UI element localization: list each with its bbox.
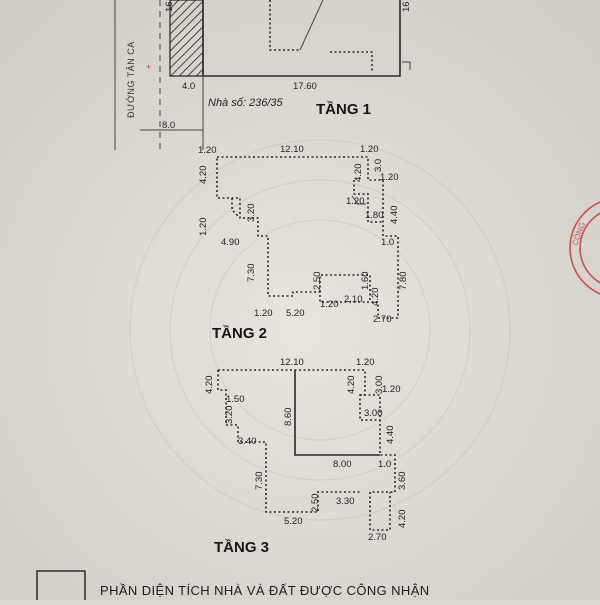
f3-dim-d8: 8.60 xyxy=(283,408,294,427)
f3-dim-d18: 3.30 xyxy=(336,496,355,507)
dim-setback: 8.0 xyxy=(162,120,175,131)
f2-dim-d9: 1.20 xyxy=(346,196,365,207)
f2-dim-d12: 1.20 xyxy=(198,218,209,237)
f2-dim-d17: 1.60 xyxy=(360,272,371,291)
f2-dim-d19: 1.20 xyxy=(320,299,339,310)
f2-dim-d10: 1.80 xyxy=(365,210,384,221)
floor3-plan: 12.10 1.20 4.20 4.20 3.00 1.20 1.50 8.60… xyxy=(204,357,408,556)
site-plan: ĐƯỜNG TÂN CA + 16. 16 17.60 4.0 8.0 Nhà … xyxy=(114,0,412,150)
f2-dim-d6: 3.0 xyxy=(373,159,384,172)
marker-icon: + xyxy=(146,62,151,72)
f3-dim-d2: 1.20 xyxy=(356,357,375,368)
f2-dim-d8: 3.20 xyxy=(246,204,257,223)
f3-dim-d1: 12.10 xyxy=(280,357,304,368)
dim-frontage: 4.0 xyxy=(182,81,195,92)
f3-dim-d20: 4.20 xyxy=(397,510,408,529)
legend-text: PHẦN DIỆN TÍCH NHÀ VÀ ĐẤT ĐƯỢC CÔNG NHẬN xyxy=(100,583,430,598)
f3-dim-d14: 1.0 xyxy=(378,459,391,470)
f2-dim-d7: 1.20 xyxy=(380,172,399,183)
f2-dim-d18: 7.80 xyxy=(398,272,409,291)
f2-dim-d1: 1.20 xyxy=(198,145,217,156)
floor3-title: TẦNG 3 xyxy=(214,539,269,556)
svg-text:CỘNG: CỘNG xyxy=(570,221,587,247)
house-number: Nhà số: 236/35 xyxy=(208,97,283,109)
hatched-frontage xyxy=(169,0,204,77)
f3-dim-d17: 2.50 xyxy=(310,494,321,513)
f2-dim-d5: 4.20 xyxy=(353,164,364,183)
f2-dim-d20: 2.10 xyxy=(344,294,363,305)
f2-dim-d21: 4.20 xyxy=(370,288,381,307)
f3-dim-d19: 5.20 xyxy=(284,516,303,527)
f3-dim-d21: 2.70 xyxy=(368,532,387,543)
dim-top-side: 16. xyxy=(164,0,175,12)
f2-dim-d22: 1.20 xyxy=(254,308,273,319)
f2-dim-d23: 5.20 xyxy=(286,308,305,319)
f3-dim-d9: 3.00 xyxy=(364,408,383,419)
legend-swatch xyxy=(36,570,86,605)
f3-dim-d13: 8.00 xyxy=(333,459,352,470)
background-watermark xyxy=(129,139,511,521)
f2-dim-d14: 1.0 xyxy=(381,237,394,248)
floor1-title: TẦNG 1 xyxy=(316,101,371,118)
red-stamp: CỘNG xyxy=(569,201,600,295)
f2-dim-d16: 2.50 xyxy=(312,272,323,291)
f3-dim-d10: 3.20 xyxy=(224,406,235,425)
street-label: ĐƯỜNG TÂN CA xyxy=(126,41,136,118)
f2-dim-d24: 2.70 xyxy=(373,314,392,325)
f2-dim-d2: 12.10 xyxy=(280,144,304,155)
f2-dim-d15: 7.30 xyxy=(246,264,257,283)
f3-dim-d15: 3.60 xyxy=(397,472,408,491)
f2-dim-d11: 4.40 xyxy=(389,206,400,225)
f3-dim-d4: 4.20 xyxy=(346,376,357,395)
f3-dim-d5: 3.00 xyxy=(374,376,385,395)
dim-bottom: 17.60 xyxy=(293,81,317,92)
dim-right-side: 16 xyxy=(401,1,412,12)
f3-dim-d6: 1.20 xyxy=(382,384,401,395)
f2-dim-d3: 1.20 xyxy=(360,144,379,155)
f3-dim-d3: 4.20 xyxy=(204,376,215,395)
floor2-title: TẦNG 2 xyxy=(212,325,267,342)
floor2-plan: 1.20 12.10 1.20 4.20 4.20 3.0 1.20 3.20 … xyxy=(198,144,409,342)
f3-dim-d16: 7.30 xyxy=(254,472,265,491)
f3-dim-d7: 1.50 xyxy=(226,394,245,405)
f3-dim-d11: 4.40 xyxy=(385,426,396,445)
f2-dim-d4: 4.20 xyxy=(198,166,209,185)
f2-dim-d13: 4.90 xyxy=(221,237,240,248)
f3-dim-d12: 3.40 xyxy=(238,436,257,447)
